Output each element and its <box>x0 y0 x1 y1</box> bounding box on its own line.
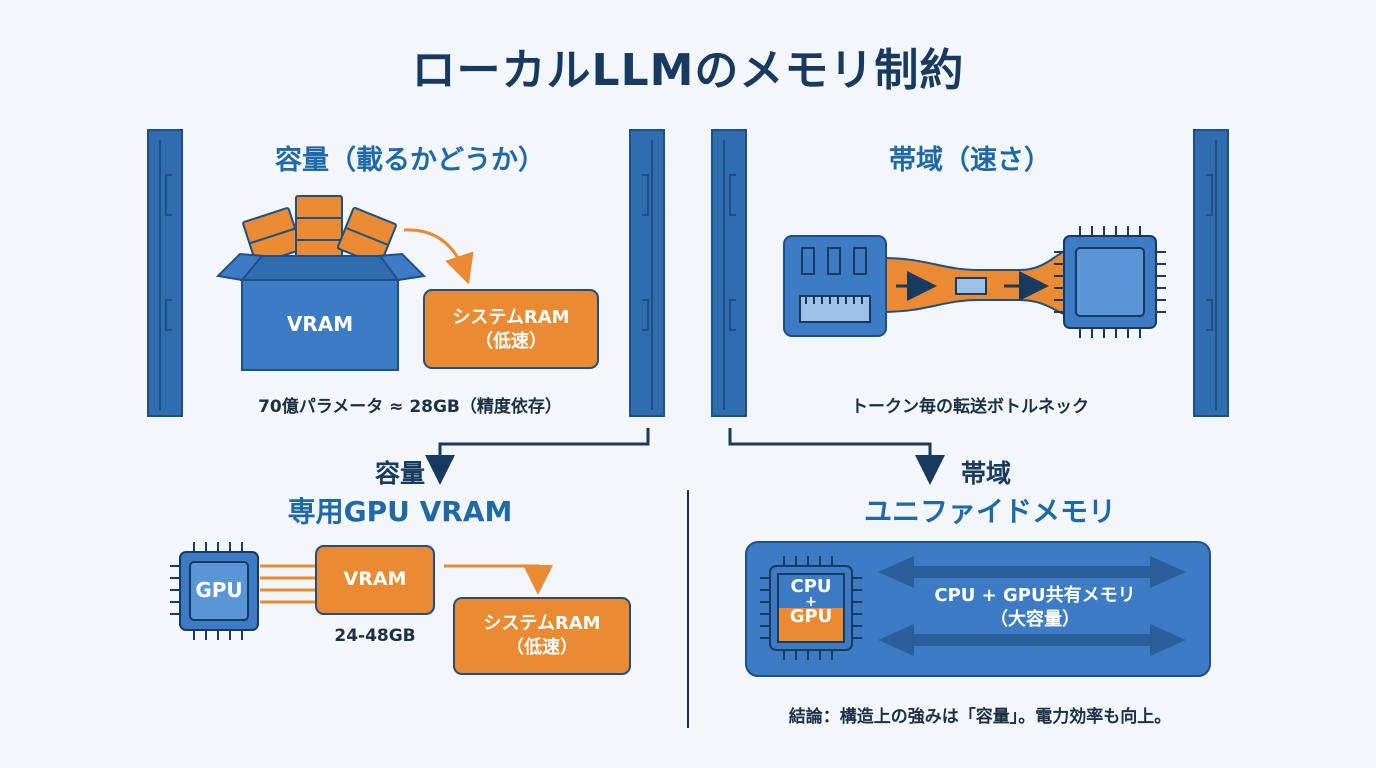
memory-stick-right-2 <box>1193 129 1229 417</box>
system-ram-label-1: システムRAM （低速） <box>452 307 570 352</box>
spill-arrow-2 <box>444 564 553 595</box>
gpu-vram-size: 24-48GB <box>334 626 416 646</box>
cpu-gpu-chip-label: CPU + GPU <box>789 576 833 627</box>
capacity-heading: 容量（載るかどうか） <box>275 145 545 176</box>
connector-capacity <box>425 428 650 485</box>
conclusion-text: 結論：構造上の強みは「容量」。電力効率も向上。 <box>788 707 1172 727</box>
double-arrow-top <box>878 556 1186 588</box>
vram-box-label: VRAM <box>286 312 354 336</box>
double-arrow-bottom <box>878 624 1186 656</box>
gpu-vram-label: VRAM <box>343 568 407 590</box>
shared-memory-label: CPU + GPU共有メモリ （大容量） <box>934 585 1136 630</box>
memory-stick-left-2 <box>629 129 665 417</box>
gpu-chip-label: GPU <box>195 578 243 602</box>
system-ram-box-1 <box>423 289 599 369</box>
cpu-gpu-chip-icon <box>760 556 862 660</box>
unified-memory-heading: ユニファイドメモリ <box>863 495 1116 528</box>
discrete-gpu-heading: 専用GPU VRAM <box>287 495 513 528</box>
system-ram-label-2: システムRAM （低速） <box>483 613 601 658</box>
gpu-vram-box <box>315 545 435 615</box>
bandwidth-heading: 帯域（速さ） <box>889 145 1051 176</box>
bandwidth-connector-label: 帯域 <box>960 459 1011 488</box>
page-title: ローカルLLMのメモリ制約 <box>411 45 965 96</box>
memory-stick-left-1 <box>147 129 183 417</box>
capacity-connector-label: 容量 <box>374 459 425 488</box>
system-ram-box-2 <box>453 597 631 675</box>
gpu-chip-icon <box>170 542 259 640</box>
spill-arrow-1 <box>403 228 474 285</box>
gpu-vram-traces <box>260 564 316 604</box>
memory-module-icon <box>783 235 1081 337</box>
connector-bandwidth <box>728 428 945 485</box>
memory-stick-right-1 <box>711 129 747 417</box>
bandwidth-caption: トークン毎の転送ボトルネック <box>851 397 1089 417</box>
processor-chip-icon <box>1054 226 1166 338</box>
vram-box-icon <box>215 195 427 371</box>
capacity-caption: 70億パラメータ ≈ 28GB（精度依存） <box>258 397 562 417</box>
